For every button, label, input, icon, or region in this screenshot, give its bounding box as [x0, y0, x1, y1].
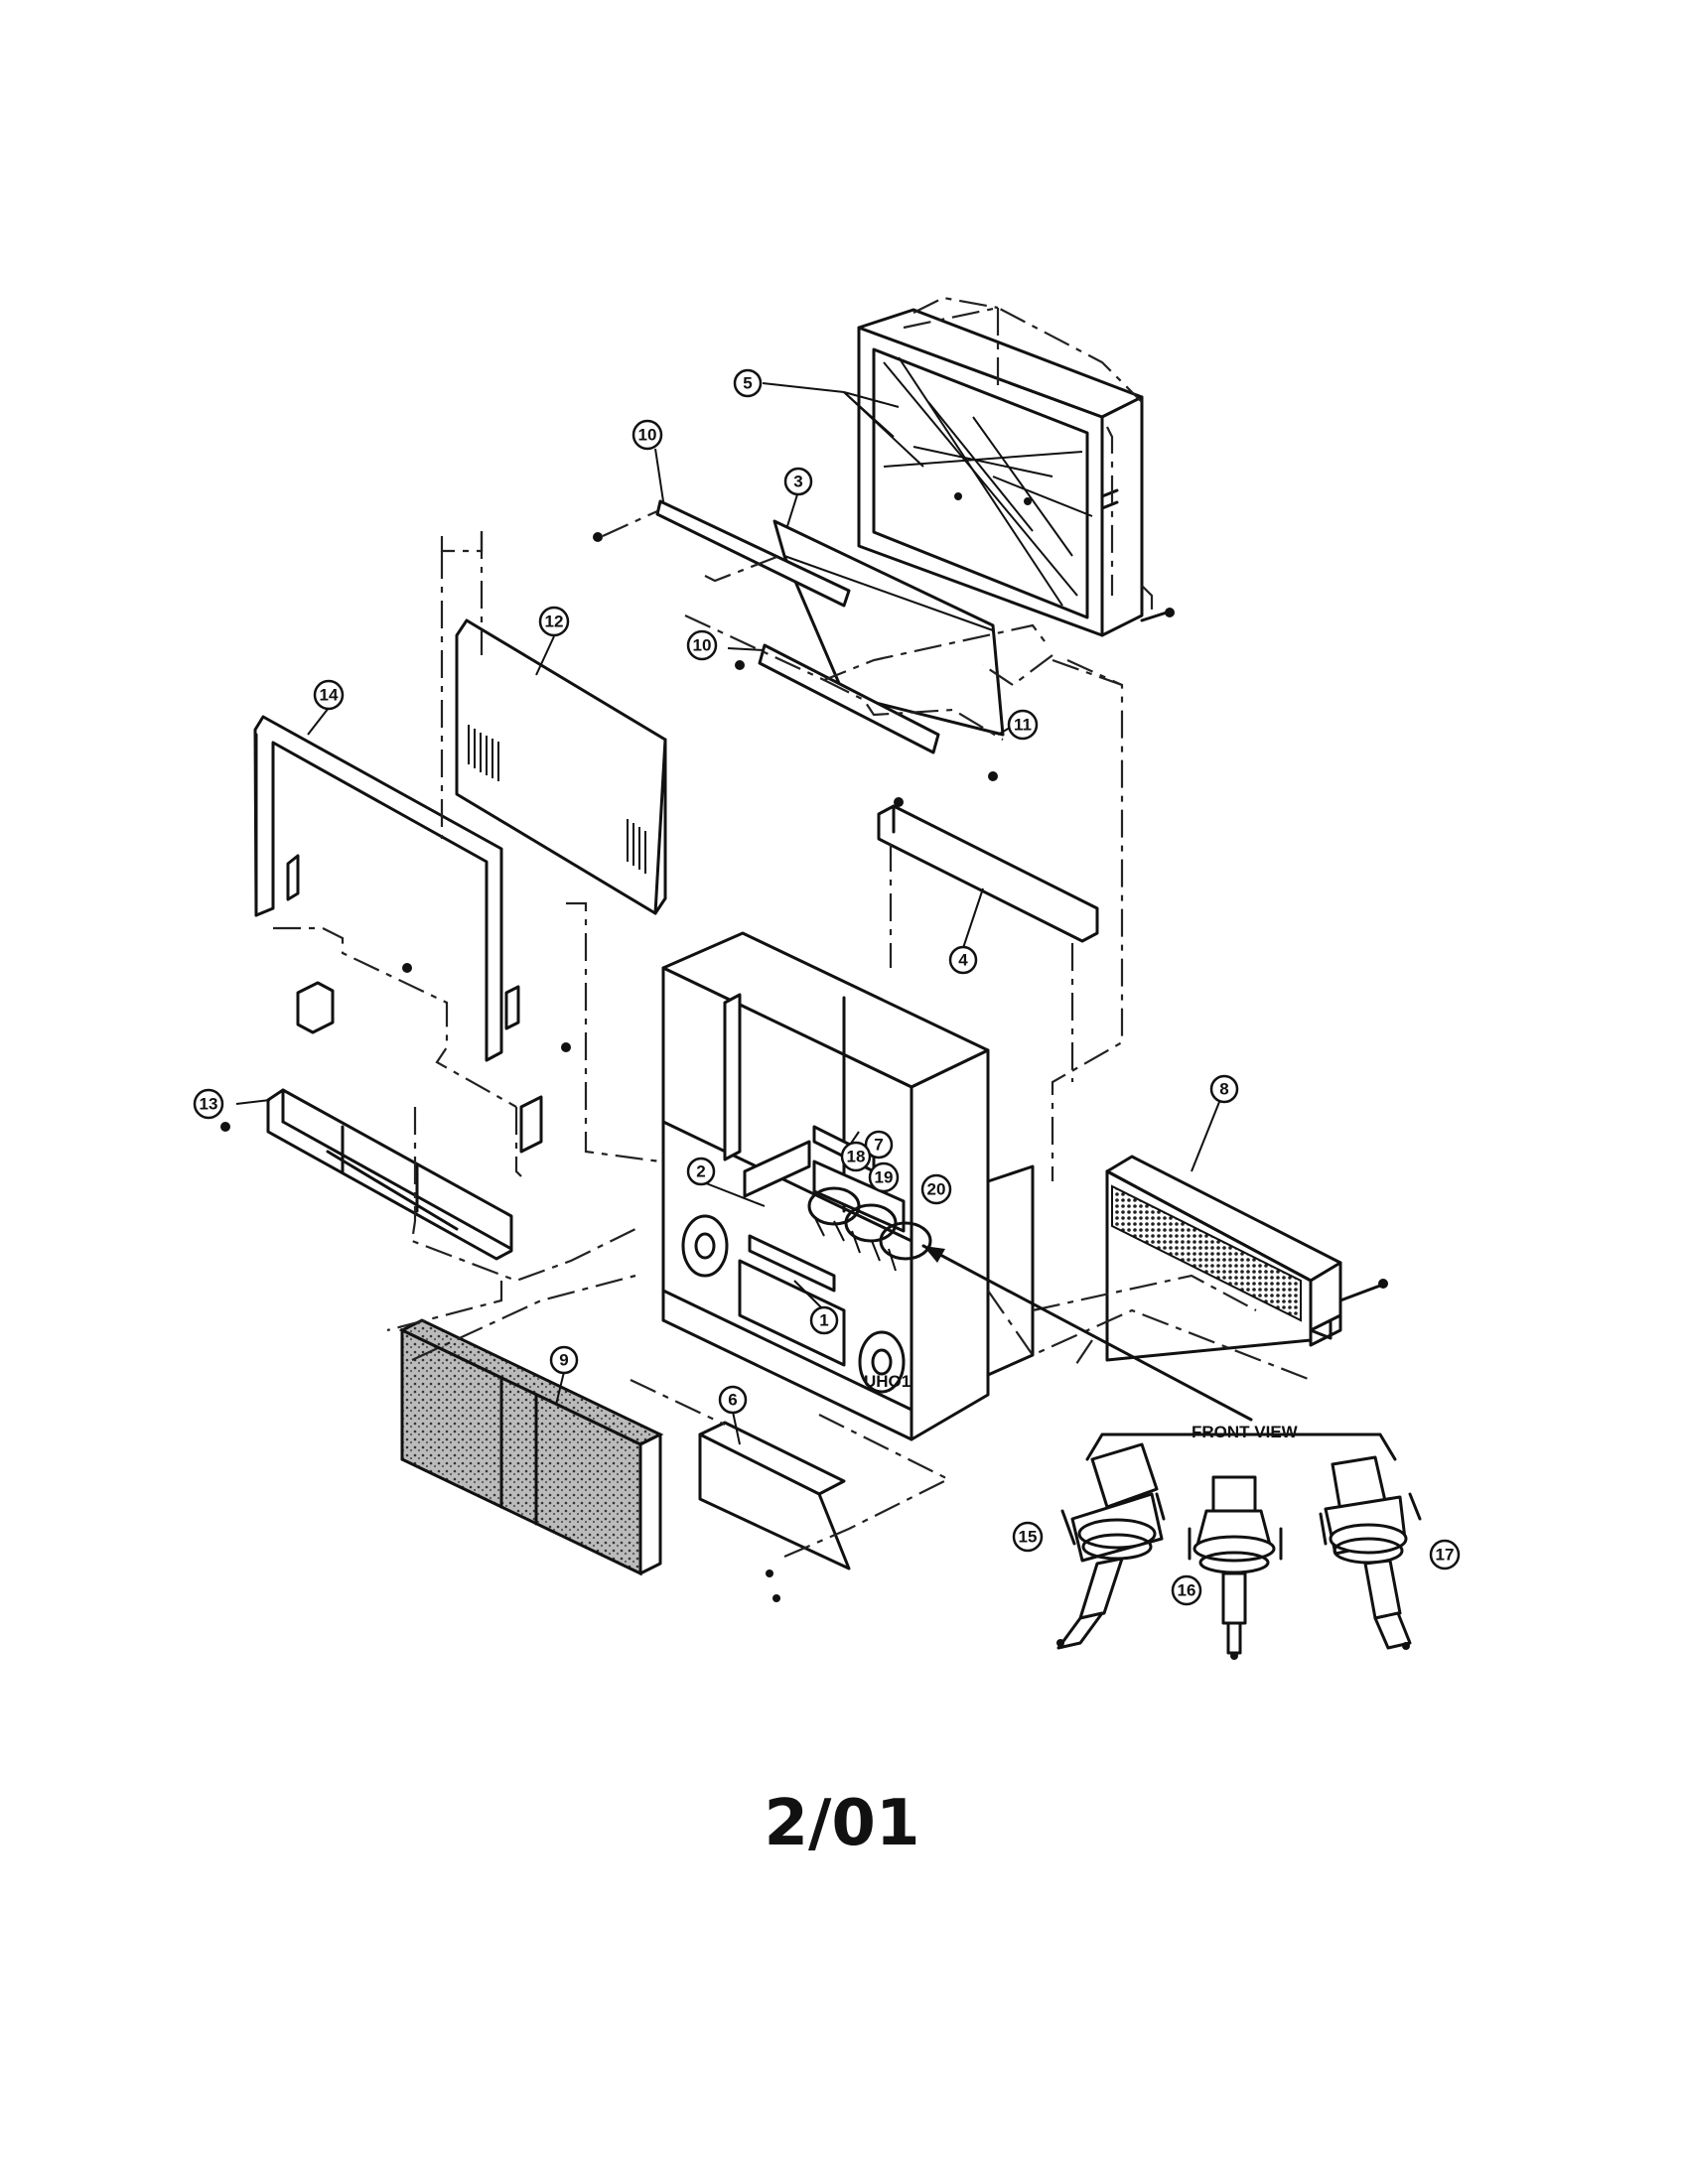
svg-text:3: 3 — [793, 473, 802, 491]
svg-text:14: 14 — [320, 686, 339, 705]
support-bar-part-4 — [877, 797, 1099, 943]
svg-text:20: 20 — [927, 1180, 946, 1199]
lens-assembly-16 — [1188, 1475, 1283, 1660]
page-label: 2/01 — [764, 1787, 920, 1860]
back-cover-part-12 — [455, 618, 667, 915]
svg-text:7: 7 — [874, 1136, 883, 1155]
callout-3: 3 — [783, 467, 813, 496]
svg-text:1: 1 — [819, 1311, 828, 1330]
svg-text:5: 5 — [743, 374, 752, 393]
svg-text:13: 13 — [200, 1095, 218, 1114]
callout-5: 5 — [733, 368, 763, 398]
callout-12: 12 — [538, 606, 570, 637]
callout-11: 11 — [1007, 709, 1039, 741]
callout-1: 1 — [809, 1305, 839, 1335]
front-view-group: FRONT VIEW — [1056, 1423, 1422, 1660]
svg-text:6: 6 — [728, 1391, 737, 1410]
callout-10-upper: 10 — [632, 419, 663, 451]
callout-19: 19 — [868, 1161, 900, 1193]
screen-frame-part-14 — [253, 715, 520, 1062]
callout-7: 7 — [864, 1130, 894, 1160]
lens-assembly-15 — [1056, 1442, 1166, 1650]
speaker-grille-part-9 — [398, 1318, 664, 1576]
svg-text:17: 17 — [1436, 1546, 1455, 1565]
front-view-arrow — [921, 1244, 1253, 1422]
cabinet-stamp: UHO1 — [864, 1372, 911, 1391]
callout-6: 6 — [718, 1385, 748, 1415]
svg-text:15: 15 — [1019, 1528, 1038, 1547]
callout-17: 17 — [1429, 1539, 1461, 1570]
callout-8: 8 — [1209, 1074, 1239, 1104]
callout-10-lower: 10 — [686, 629, 718, 661]
svg-text:2: 2 — [696, 1162, 705, 1181]
callout-4: 4 — [948, 945, 978, 975]
callout-16: 16 — [1171, 1574, 1202, 1606]
bracket-part-10-upper — [593, 499, 851, 608]
main-cabinet: UHO1 — [661, 931, 1035, 1441]
svg-text:16: 16 — [1178, 1581, 1196, 1600]
mirror-part-3 — [772, 519, 1005, 737]
assembly-guide-lines — [273, 296, 1312, 1559]
mirror-frame-part-5 — [857, 308, 1175, 637]
callout-2: 2 — [686, 1157, 716, 1186]
lens-assembly-17 — [1319, 1455, 1422, 1650]
callout-9: 9 — [549, 1345, 579, 1375]
callout-15: 15 — [1012, 1521, 1044, 1553]
svg-text:12: 12 — [545, 613, 564, 631]
svg-text:11: 11 — [1014, 716, 1032, 735]
callout-18: 18 — [840, 1141, 872, 1172]
svg-text:8: 8 — [1219, 1080, 1228, 1099]
front-view-label: FRONT VIEW — [1192, 1423, 1299, 1441]
bracket-part-10-lower — [735, 643, 998, 781]
svg-text:10: 10 — [693, 636, 712, 655]
rear-cover-part-8 — [1105, 1155, 1388, 1362]
svg-text:10: 10 — [638, 426, 657, 445]
svg-text:4: 4 — [958, 951, 968, 970]
svg-text:18: 18 — [847, 1148, 866, 1166]
svg-text:9: 9 — [559, 1351, 568, 1370]
svg-text:19: 19 — [875, 1168, 894, 1187]
bottom-frame-part-13 — [220, 963, 571, 1261]
callout-14: 14 — [313, 679, 345, 711]
callout-20: 20 — [920, 1173, 952, 1205]
callout-13: 13 — [193, 1088, 224, 1120]
panel-part-6 — [698, 1421, 851, 1602]
